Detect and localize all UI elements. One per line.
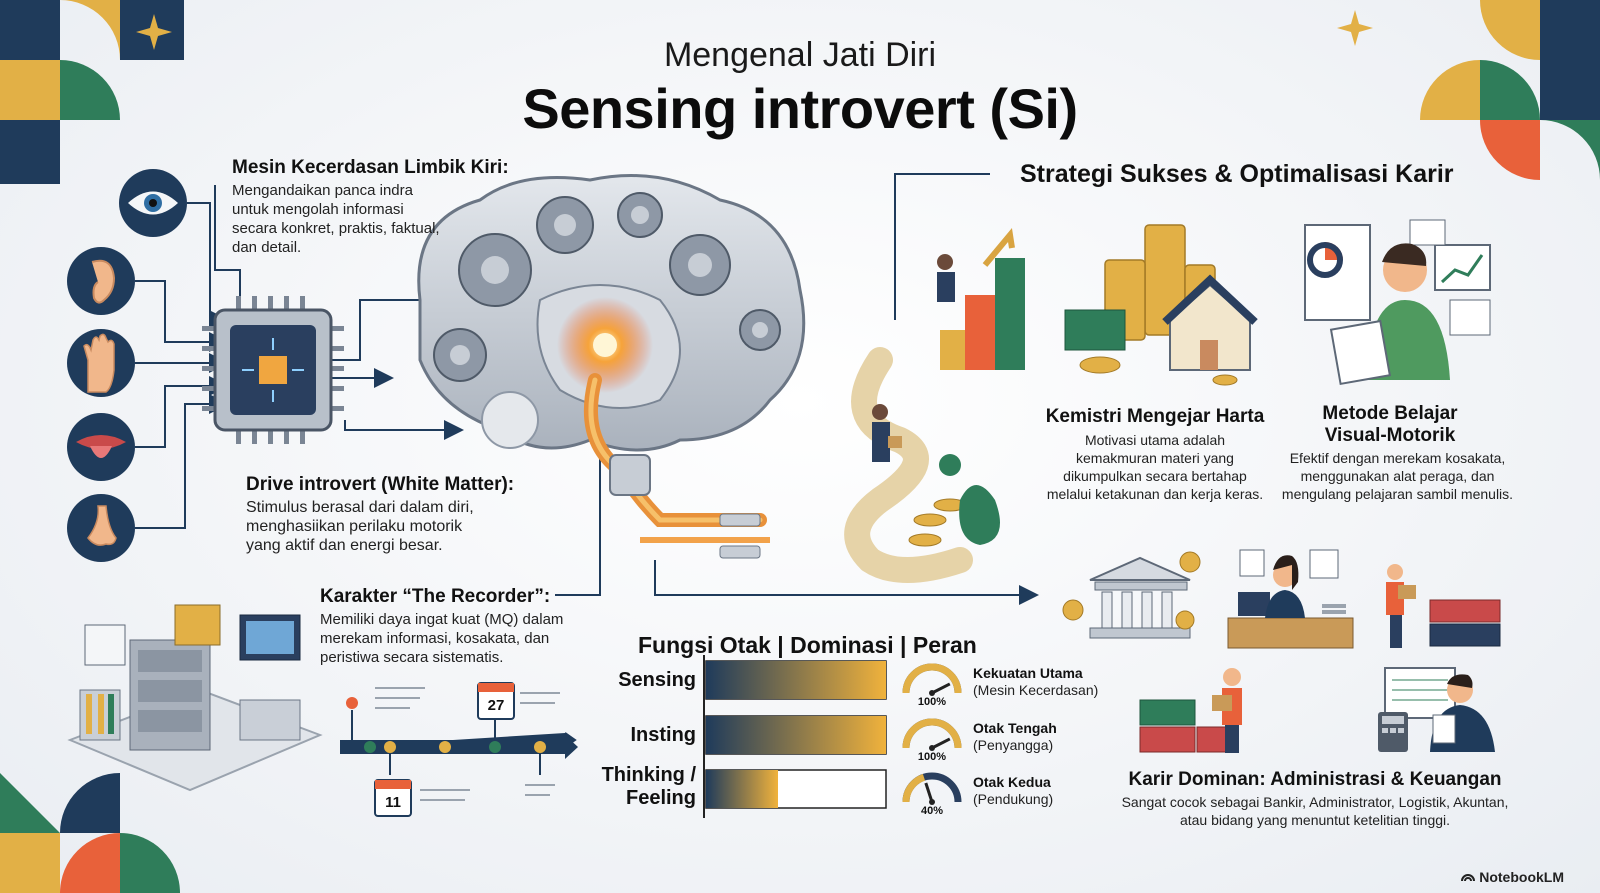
recorder-text: Memiliki daya ingat kuat (MQ) dalam mere… — [320, 611, 564, 666]
bar-0 — [706, 661, 886, 699]
nose-icon — [67, 494, 135, 562]
calendar-top-date: 27 — [487, 697, 505, 714]
logistics-illustration-top — [1386, 564, 1501, 648]
gauge-value-label: 40% — [920, 805, 944, 817]
role-title: Otak Tengah — [973, 720, 1057, 736]
hand-icon — [67, 329, 135, 397]
role-title: Otak Kedua — [973, 774, 1051, 790]
bar-1 — [706, 716, 886, 754]
ear-icon — [67, 247, 135, 315]
brand-text: NotebookLM — [1479, 869, 1564, 885]
gauge-icon — [902, 718, 962, 751]
calendar-icon — [374, 682, 515, 817]
student-illustration — [1304, 219, 1491, 386]
role-title: Kekuatan Utama — [973, 665, 1083, 681]
notebooklm-icon — [1461, 869, 1476, 885]
career-text: Sangat cocok sebagai Bankir, Administrat… — [1121, 794, 1509, 828]
eye-icon — [119, 169, 187, 237]
learning-title-line1: Metode Belajar — [1322, 403, 1458, 424]
chart-title: Fungsi Otak | Dominasi | Peran — [638, 632, 977, 658]
bar-2 — [706, 770, 778, 808]
timeline-icon — [340, 687, 578, 801]
corner-top-left — [0, 0, 184, 184]
chip-icon — [202, 296, 344, 444]
tongue-icon — [67, 413, 135, 481]
calendar-bottom-date: 11 — [385, 794, 401, 811]
strategy-title: Strategi Sukses & Optimalisasi Karir — [1020, 160, 1454, 188]
category-label: Sensing — [618, 669, 696, 691]
logistics-illustration-bottom — [1139, 668, 1242, 753]
career-title: Karir Dominan: Administrasi & Keuangan — [1128, 769, 1502, 790]
drive-text: Stimulus berasal dari dalam diri, mengha… — [246, 499, 474, 554]
admin-illustration — [1227, 549, 1354, 649]
gauge-icon — [902, 772, 962, 805]
page-title: Sensing introvert (Si) — [522, 77, 1078, 140]
gauge-value-label: 100% — [917, 751, 947, 763]
limbic-text: Mengandaikan panca indra untuk mengolah … — [232, 182, 440, 256]
learning-text: Efektif dengan merekam kosakata, menggun… — [1281, 450, 1514, 502]
growth-path-illustration — [844, 227, 1025, 583]
chart-row — [705, 660, 962, 700]
recorder-title: Karakter “The Recorder”: — [320, 586, 551, 607]
category-label: Insting — [630, 724, 696, 746]
role-subtitle: (Penyangga) — [973, 737, 1054, 753]
archive-icon — [67, 604, 323, 792]
role-subtitle: (Pendukung) — [973, 791, 1054, 807]
accountant-illustration — [1378, 667, 1495, 752]
drive-title: Drive introvert (White Matter): — [246, 474, 515, 495]
brain-illustration — [417, 174, 806, 559]
wealth-text: Motivasi utama adalah kemakmuran materi … — [1046, 432, 1264, 502]
wealth-title: Kemistri Mengejar Harta — [1045, 406, 1265, 427]
learning-title-line2: Visual-Motorik — [1324, 425, 1456, 446]
chart-row — [705, 769, 962, 809]
corner-top-right — [1337, 0, 1600, 180]
bank-illustration — [1062, 551, 1201, 639]
limbic-title: Mesin Kecerdasan Limbik Kiri: — [232, 157, 509, 178]
page-subtitle: Mengenal Jati Diri — [663, 36, 937, 74]
gauge-value-label: 100% — [917, 696, 947, 708]
category-label: Thinking /Feeling — [601, 764, 696, 809]
coins-house-illustration — [1064, 224, 1258, 386]
gauge-icon — [902, 663, 962, 696]
brand-label: NotebookLM — [1461, 869, 1564, 885]
corner-bottom-left — [0, 773, 180, 893]
chart-row — [705, 715, 962, 755]
role-subtitle: (Mesin Kecerdasan) — [973, 682, 1099, 698]
